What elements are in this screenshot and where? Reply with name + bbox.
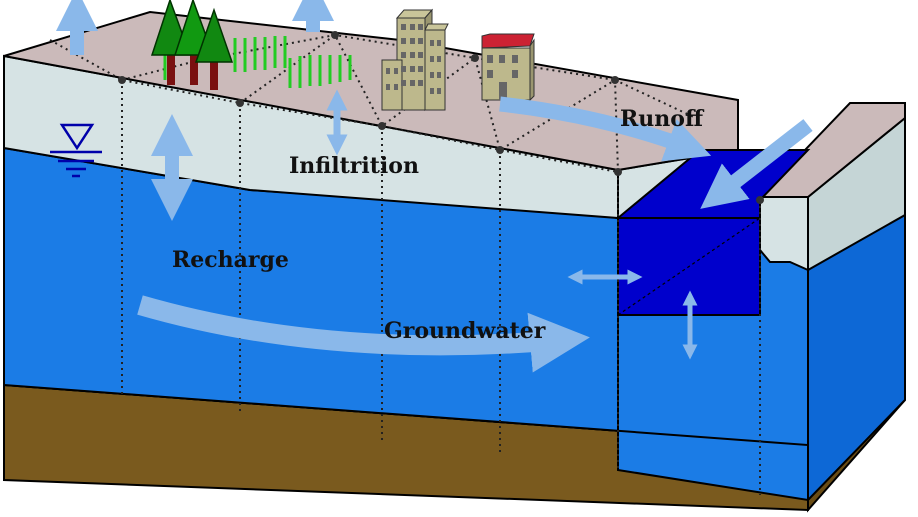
infiltration-label: Infiltrition — [289, 153, 419, 179]
flow-arrows — [56, 0, 813, 373]
water-table-symbol-icon — [50, 123, 102, 178]
groundwater-flow-arrow — [137, 295, 590, 373]
aquifer-layer — [3, 117, 906, 503]
groundwater-label: Groundwater — [384, 318, 546, 344]
office-tower-icon — [381, 8, 449, 112]
tree-icon — [150, 0, 234, 90]
grid-nodes — [118, 31, 764, 204]
runoff-arrow — [499, 96, 712, 162]
recharge-label: Recharge — [172, 247, 289, 273]
stream-inflow-arrow — [700, 119, 813, 209]
house-icon — [481, 33, 535, 102]
runoff-label: Runoff — [620, 106, 705, 132]
